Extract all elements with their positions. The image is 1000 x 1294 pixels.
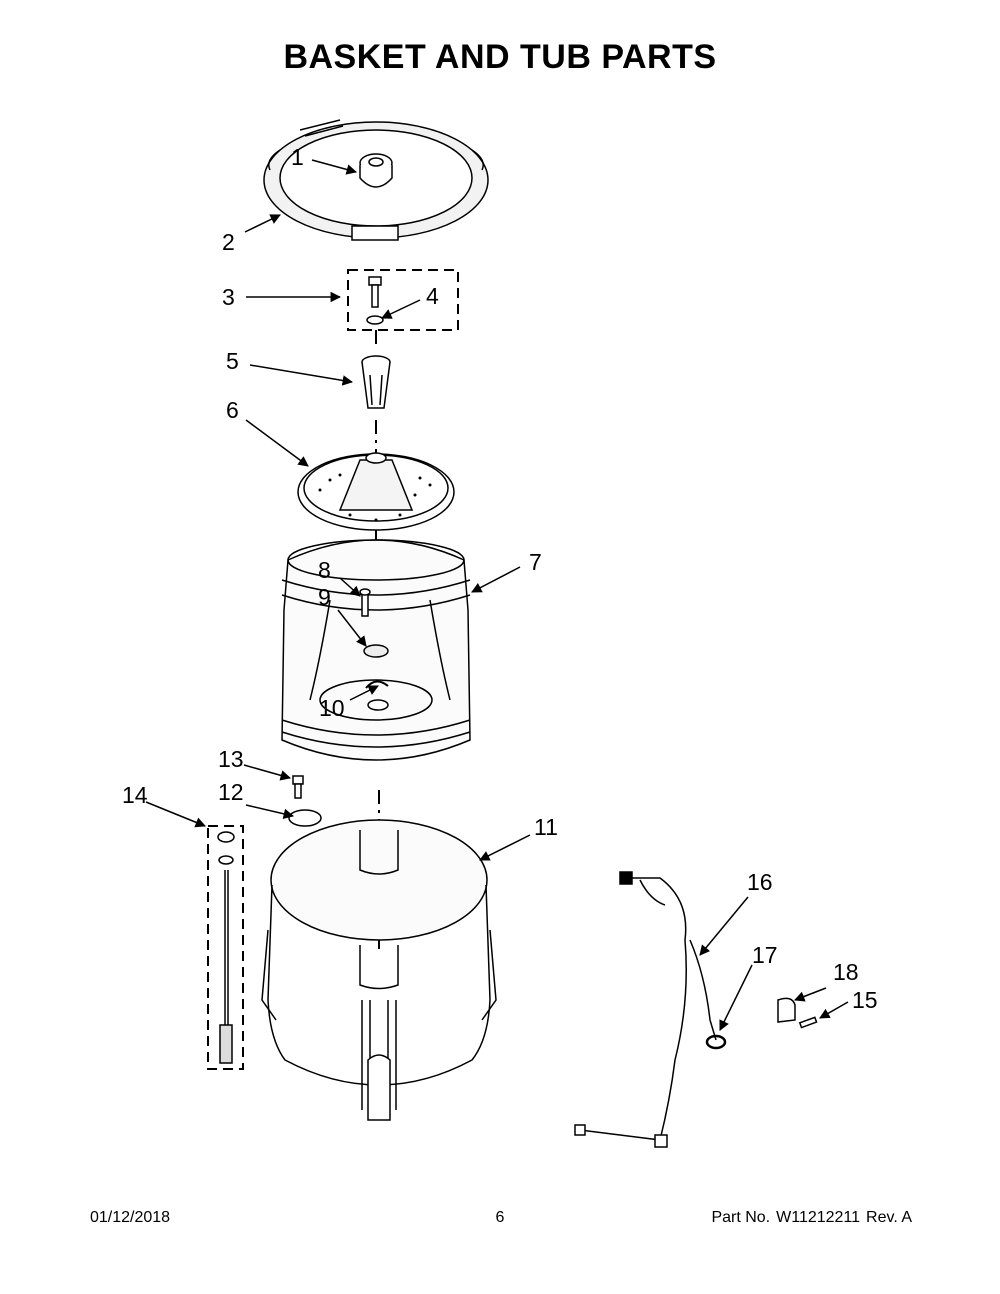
callout-15: 15 bbox=[852, 987, 878, 1013]
footer-revision: Rev. A bbox=[866, 1209, 912, 1226]
page-title: BASKET AND TUB PARTS bbox=[283, 38, 717, 76]
footer-date: 01/12/2018 bbox=[90, 1209, 171, 1226]
bracket-part bbox=[777, 997, 796, 1023]
callout-18: 18 bbox=[833, 959, 859, 985]
footer-part-value: W11212211 bbox=[776, 1209, 861, 1226]
callout-1: 1 bbox=[291, 144, 304, 170]
leader-lines bbox=[145, 159, 849, 1031]
callout-8: 8 bbox=[318, 557, 331, 583]
suspension-rod-group-box bbox=[207, 825, 244, 1070]
callout-5: 5 bbox=[226, 348, 239, 374]
callout-9: 9 bbox=[318, 584, 331, 610]
washer-part bbox=[366, 315, 384, 325]
callout-16: 16 bbox=[747, 869, 773, 895]
callout-17: 17 bbox=[752, 942, 778, 968]
callout-13: 13 bbox=[218, 746, 244, 772]
callout-7: 7 bbox=[529, 549, 542, 575]
wire-harness-part bbox=[574, 871, 717, 1148]
callout-6: 6 bbox=[226, 397, 239, 423]
outer-tub-part bbox=[261, 819, 497, 1121]
hub-part bbox=[363, 644, 389, 658]
callout-4: 4 bbox=[426, 283, 439, 309]
callout-3: 3 bbox=[222, 284, 235, 310]
bolt-13-part bbox=[292, 775, 304, 799]
callout-14: 14 bbox=[122, 782, 148, 808]
screw-15-part bbox=[798, 1016, 818, 1029]
callout-11: 11 bbox=[534, 814, 558, 840]
callout-10: 10 bbox=[319, 695, 345, 721]
impeller-part bbox=[297, 452, 455, 531]
coupler-part bbox=[361, 355, 391, 409]
footer-part-number: Part No. W11212211 Rev. A bbox=[705, 1209, 912, 1227]
callout-2: 2 bbox=[222, 229, 235, 255]
bolt-washer-group-box bbox=[347, 269, 459, 331]
screw-part bbox=[359, 588, 371, 617]
plate-part bbox=[288, 809, 322, 827]
basket-hub-part bbox=[367, 699, 389, 711]
grommet-part bbox=[705, 1034, 727, 1050]
footer-part-label: Part No. bbox=[711, 1209, 771, 1226]
footer-page-number: 6 bbox=[495, 1209, 505, 1226]
cap-part bbox=[359, 153, 393, 188]
bolt-part bbox=[368, 276, 382, 308]
callout-12: 12 bbox=[218, 779, 244, 805]
suspension-rod-part bbox=[217, 831, 235, 1064]
